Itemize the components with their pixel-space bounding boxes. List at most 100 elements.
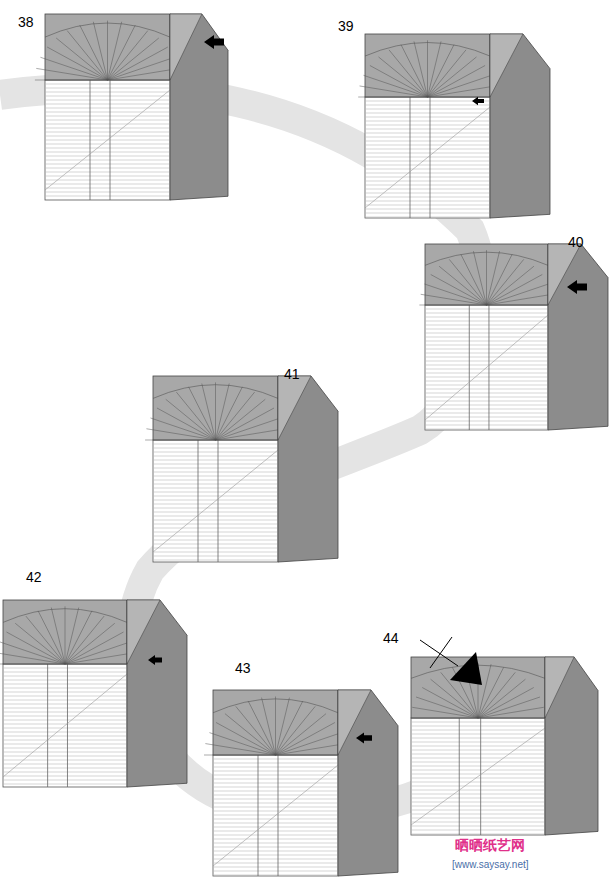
crease-line xyxy=(425,413,548,414)
crease-line xyxy=(51,608,65,664)
crease-line xyxy=(153,492,278,493)
side-flap xyxy=(338,690,371,755)
crease-line xyxy=(45,96,170,97)
crease-line xyxy=(411,786,545,787)
crease-line xyxy=(3,732,127,733)
side-flap xyxy=(545,657,598,835)
crease-line xyxy=(45,164,170,165)
crease-line xyxy=(213,759,338,760)
crease-line xyxy=(153,450,278,552)
crease-line xyxy=(35,80,108,81)
crease-line xyxy=(213,819,338,820)
paper-model xyxy=(0,600,187,787)
crease-line xyxy=(45,23,170,37)
crease-line xyxy=(425,333,548,334)
crease-line xyxy=(45,120,170,121)
crease-line xyxy=(213,831,338,832)
crease-line xyxy=(216,399,266,440)
crease-line xyxy=(411,750,545,751)
crease-line xyxy=(65,606,66,664)
crease-line xyxy=(153,520,278,521)
crease-line xyxy=(80,25,108,80)
crease-line xyxy=(213,775,338,776)
crease-line xyxy=(276,755,348,756)
crease-line xyxy=(153,476,278,477)
push-arrow xyxy=(567,280,587,294)
step-number: 40 xyxy=(568,235,584,249)
crease-line xyxy=(216,440,286,441)
crease-line xyxy=(45,116,170,117)
crease-line xyxy=(3,676,127,677)
crease-line xyxy=(478,672,515,718)
crease-line xyxy=(157,408,216,440)
crease-line xyxy=(153,544,278,545)
crease-line xyxy=(365,101,490,102)
crease-line xyxy=(153,460,278,461)
step-number: 38 xyxy=(18,15,34,29)
crease-line xyxy=(45,88,170,89)
crease-line xyxy=(276,714,327,755)
crease-line xyxy=(411,722,545,723)
crease-line xyxy=(45,184,170,185)
crease-line xyxy=(45,156,170,157)
crease-line xyxy=(365,205,490,206)
crease-line xyxy=(213,835,338,836)
paper-body xyxy=(411,718,545,835)
crease-line xyxy=(153,464,278,465)
crease-line xyxy=(45,124,170,125)
crease-line xyxy=(153,448,278,449)
step-number: 41 xyxy=(284,367,300,381)
crease-line xyxy=(486,250,487,305)
crease-line xyxy=(213,791,338,792)
crease-line xyxy=(189,387,216,440)
crease-line xyxy=(365,209,490,210)
crease-line xyxy=(213,839,338,840)
side-flap xyxy=(170,14,202,80)
step-number: 44 xyxy=(383,631,399,645)
side-flap xyxy=(127,600,160,664)
crease-line xyxy=(153,484,278,485)
side-flap xyxy=(545,657,574,718)
crease-line xyxy=(153,468,278,469)
crease-line xyxy=(65,642,130,664)
crease-line xyxy=(411,826,545,827)
crease-line xyxy=(411,814,545,815)
crease-line xyxy=(45,84,170,85)
side-flap xyxy=(548,244,608,430)
crease-line xyxy=(411,758,545,759)
crease-line xyxy=(3,772,127,773)
crease-line xyxy=(478,679,525,718)
crease-line xyxy=(411,734,545,735)
crease-line xyxy=(56,38,107,80)
crease-line xyxy=(213,765,338,866)
crease-line xyxy=(3,680,127,681)
crease-line xyxy=(213,795,338,796)
crease-line xyxy=(365,117,490,118)
crease-line xyxy=(3,736,127,737)
paper-model xyxy=(419,244,608,430)
crease-line xyxy=(3,708,127,709)
crease-line xyxy=(365,129,490,130)
crease-line xyxy=(401,45,428,97)
crease-line xyxy=(93,22,107,80)
paper-body xyxy=(45,80,170,200)
crease-line xyxy=(153,552,278,553)
crease-line xyxy=(213,779,338,780)
crease-line xyxy=(213,803,338,804)
crease-line xyxy=(425,329,548,330)
crease-line xyxy=(411,790,545,791)
crease-line xyxy=(153,480,278,481)
step-number: 42 xyxy=(26,570,42,584)
crease-line xyxy=(425,341,548,342)
crease-line xyxy=(425,405,548,406)
paper-flap xyxy=(3,600,127,664)
side-flap xyxy=(548,244,581,305)
crease-line xyxy=(90,80,91,200)
crease-line xyxy=(378,57,427,97)
crease-line xyxy=(153,472,278,473)
crease-line xyxy=(411,762,545,763)
crease-line xyxy=(213,787,338,788)
crease-line xyxy=(365,197,490,198)
crease-line xyxy=(425,325,548,326)
crease-line xyxy=(213,783,338,784)
